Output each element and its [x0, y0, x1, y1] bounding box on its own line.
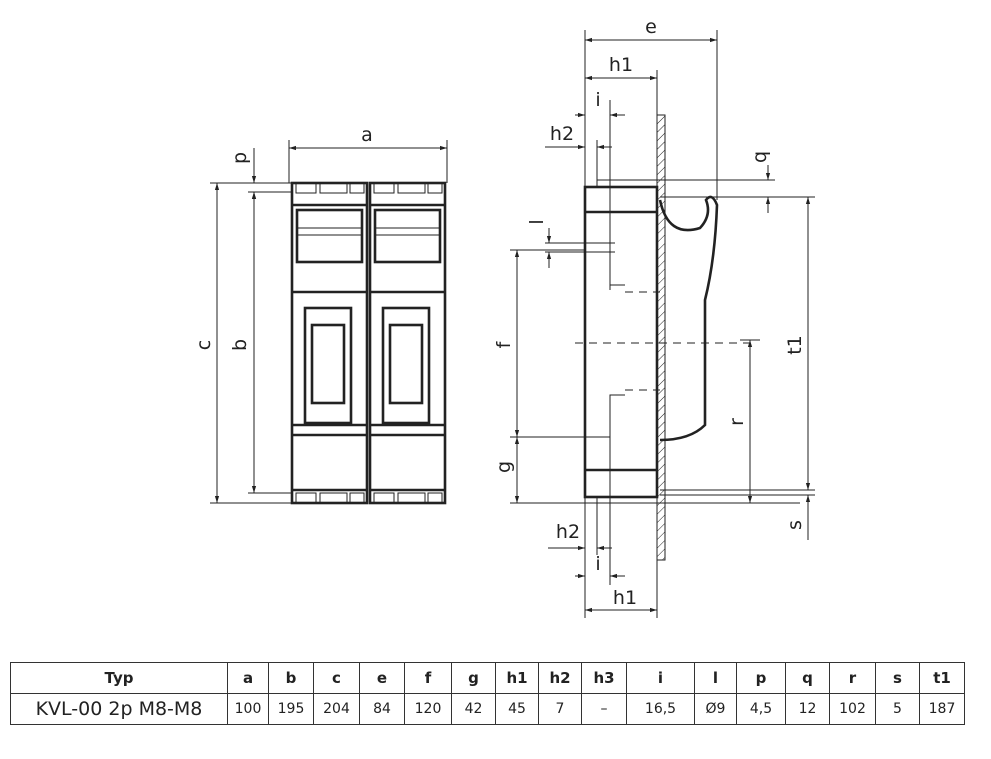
col-header: h1: [495, 662, 539, 694]
label-s: s: [784, 520, 806, 530]
col-header: q: [785, 662, 830, 694]
side-view: e h1 i h2 q l f g r t1 s h2 i h1: [493, 16, 815, 618]
cell-h1: 45: [495, 693, 539, 725]
cell-i: 16,5: [626, 693, 695, 725]
col-header: b: [268, 662, 314, 694]
label-e: e: [645, 16, 657, 38]
label-h1-bottom: h1: [613, 587, 637, 609]
col-header: l: [694, 662, 737, 694]
col-header: e: [359, 662, 405, 694]
label-t1: t1: [784, 335, 806, 355]
cell-b: 195: [268, 693, 314, 725]
pole-right: [368, 181, 447, 505]
label-i-bottom: i: [595, 553, 600, 575]
col-header: c: [313, 662, 360, 694]
technical-drawing: a c b p e h1 i h2 q l: [193, 16, 815, 618]
label-r: r: [726, 418, 748, 426]
table-header-row: Typ a b c e f g h1 h2 h3 i l p q r s t1: [10, 662, 965, 694]
cell-p: 4,5: [736, 693, 786, 725]
cell-q: 12: [785, 693, 830, 725]
label-i-top: i: [595, 89, 600, 111]
cell-h2: 7: [538, 693, 582, 725]
col-header: a: [227, 662, 269, 694]
dimensions-table: Typ a b c e f g h1 h2 h3 i l p q r s t1 …: [10, 662, 965, 725]
cell-typ: KVL-00 2p M8-M8: [10, 693, 228, 725]
label-a: a: [361, 124, 373, 146]
col-header: g: [451, 662, 496, 694]
handle: [658, 195, 719, 442]
label-b: b: [229, 339, 251, 351]
col-header: r: [829, 662, 876, 694]
pole-left: [290, 181, 369, 505]
label-h1-top: h1: [609, 54, 633, 76]
col-header: s: [875, 662, 920, 694]
col-header: f: [404, 662, 452, 694]
col-header: h3: [581, 662, 627, 694]
cell-r: 102: [829, 693, 876, 725]
label-g: g: [493, 461, 515, 473]
table-row: KVL-00 2p M8-M8 100 195 204 84 120 42 45…: [10, 693, 965, 725]
label-h2-top: h2: [550, 123, 574, 145]
col-header: t1: [919, 662, 965, 694]
cell-t1: 187: [919, 693, 965, 725]
label-l: l: [526, 219, 548, 224]
cell-h3: –: [581, 693, 627, 725]
label-p: p: [229, 152, 251, 164]
cell-e: 84: [359, 693, 405, 725]
label-q: q: [749, 151, 771, 163]
label-c: c: [193, 340, 215, 350]
cell-f: 120: [404, 693, 452, 725]
front-view: a c b p: [193, 124, 448, 505]
label-h2-bottom: h2: [556, 521, 580, 543]
cell-a: 100: [227, 693, 269, 725]
col-header: Typ: [10, 662, 228, 694]
col-header: i: [626, 662, 695, 694]
col-header: p: [736, 662, 786, 694]
col-header: h2: [538, 662, 582, 694]
label-f: f: [493, 340, 515, 348]
cell-g: 42: [451, 693, 496, 725]
cell-l: Ø9: [694, 693, 737, 725]
cell-c: 204: [313, 693, 360, 725]
cell-s: 5: [875, 693, 920, 725]
